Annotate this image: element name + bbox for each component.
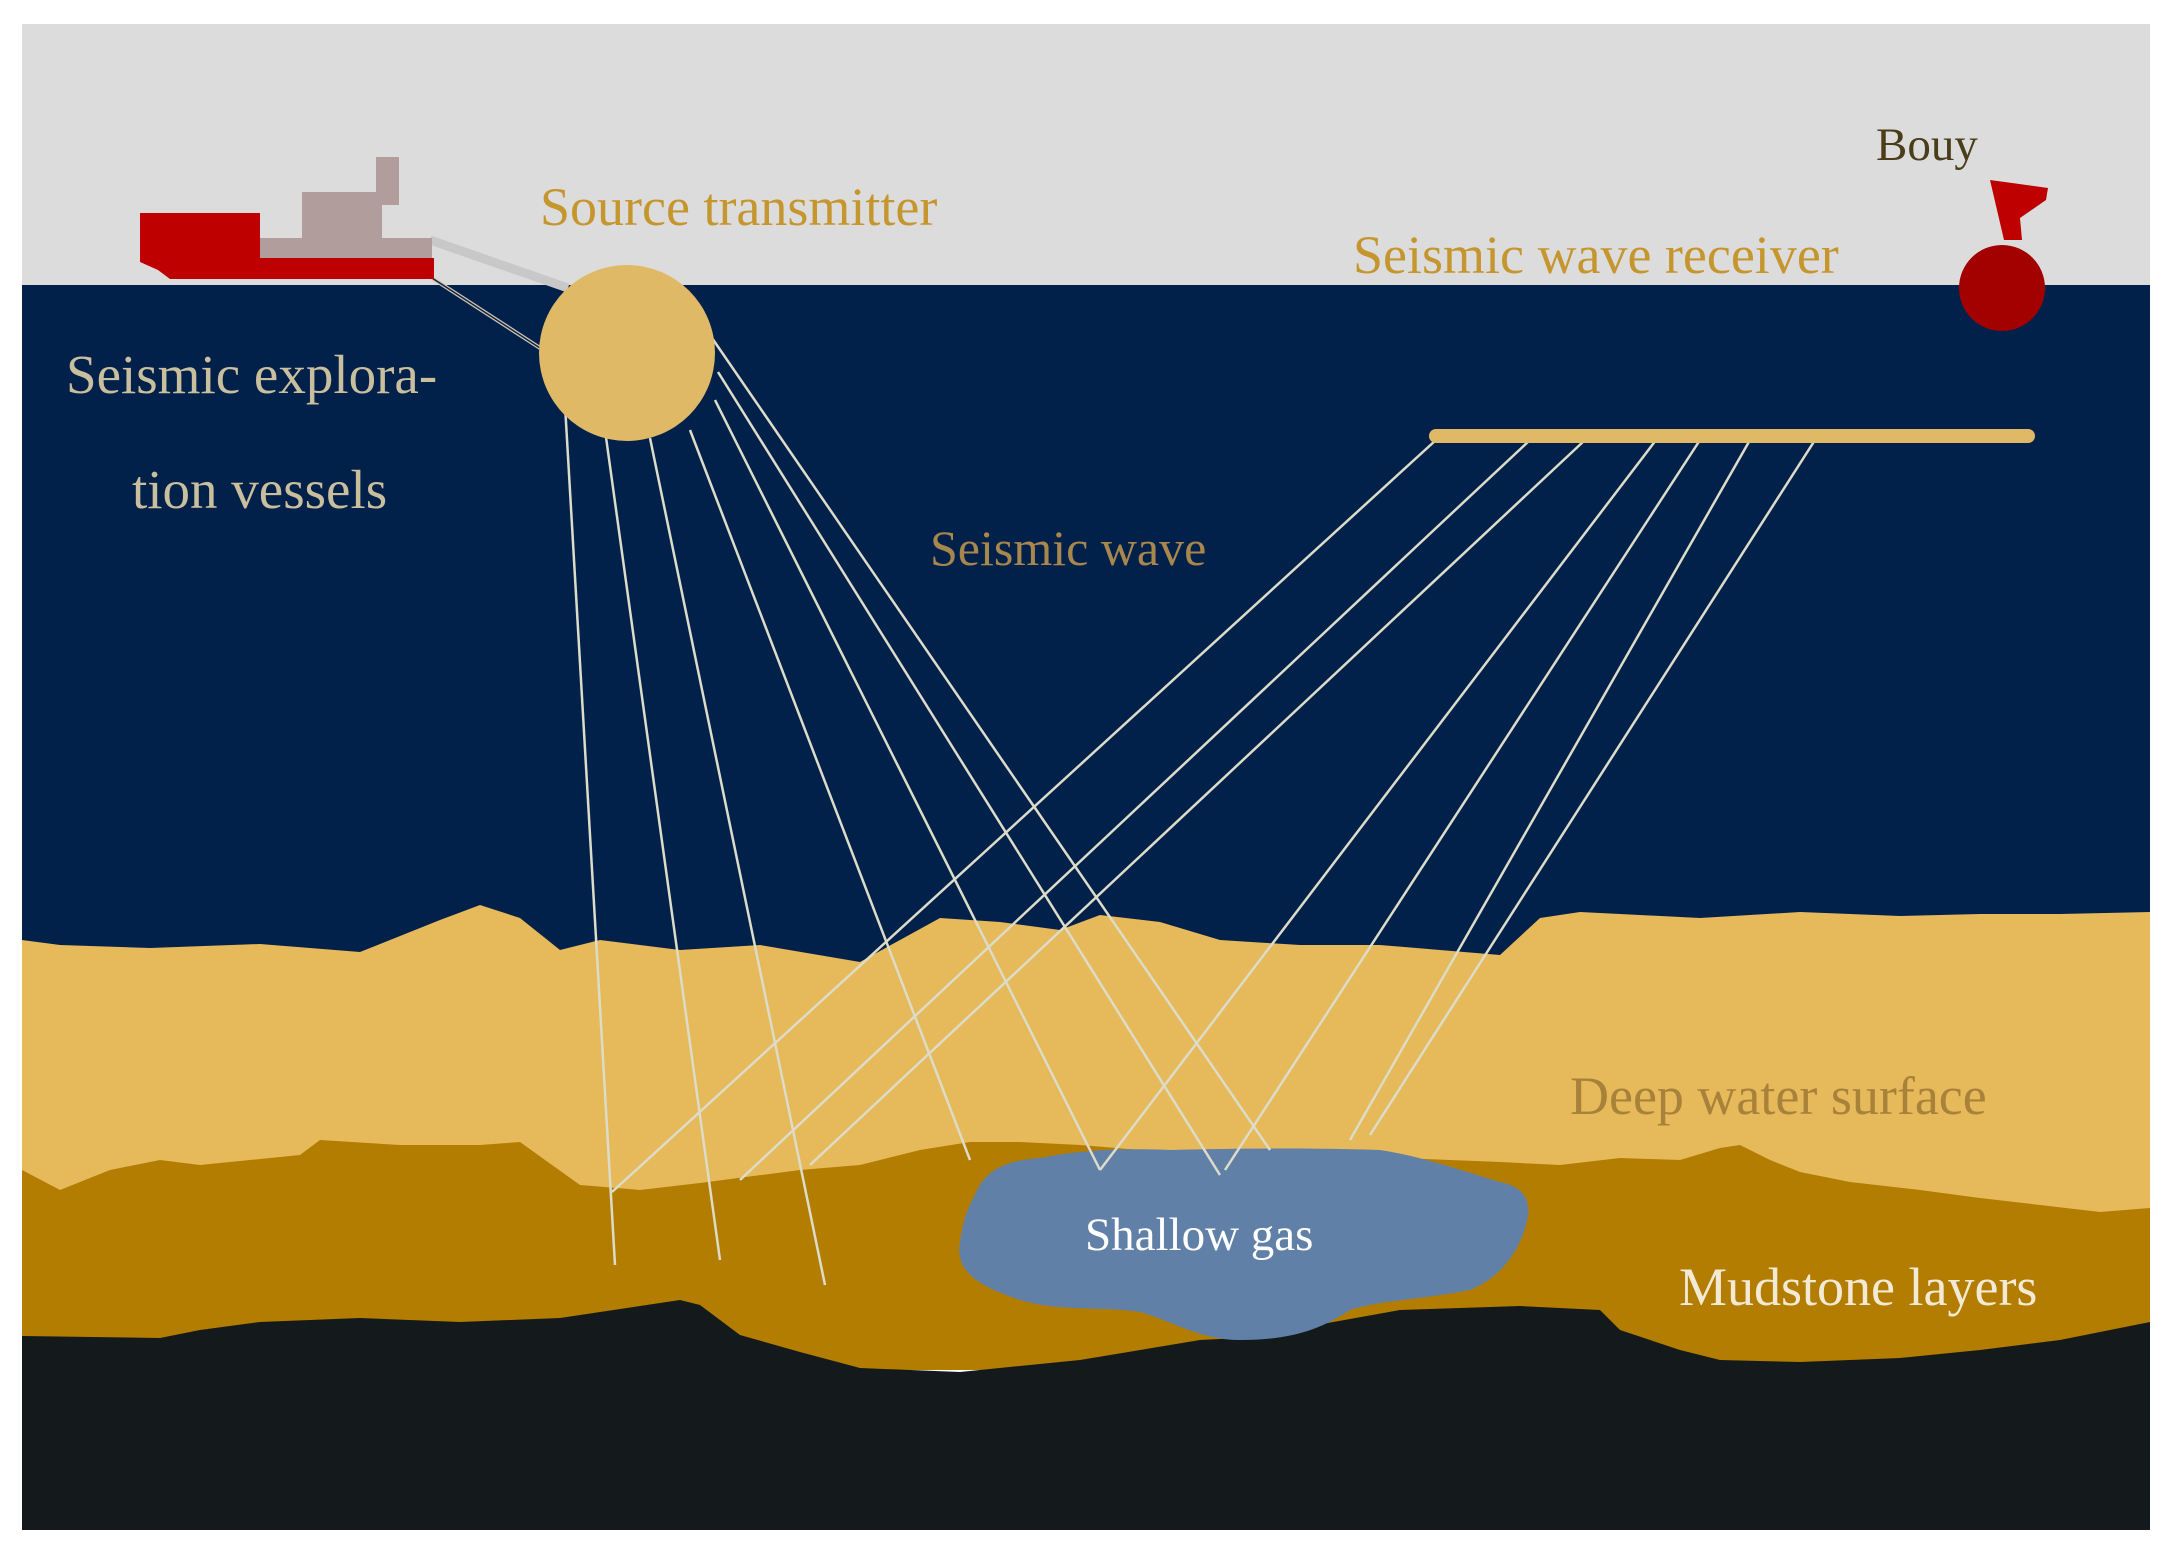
ray-up-5 [1223, 439, 1702, 1171]
ray-up-2 [739, 439, 1531, 1181]
source-transmitter-label: Source transmitter [540, 177, 937, 237]
survey-vessel [140, 157, 434, 279]
ray-up-6 [1348, 439, 1752, 1141]
tow-cable-upper [428, 235, 570, 293]
buoy-flag [1990, 180, 2048, 240]
ray-down-3 [648, 437, 827, 1286]
ray-down-2 [603, 429, 722, 1261]
ray-up-4 [1099, 439, 1657, 1171]
bedrock-layer [22, 1300, 2150, 1530]
ray-up-1 [611, 439, 1437, 1193]
reflected-rays [611, 439, 1817, 1193]
ray-up-3 [809, 439, 1586, 1166]
vessel-cabin [258, 238, 432, 260]
downgoing-rays [563, 337, 1272, 1286]
vessel-label-line2: tion vessels [132, 459, 387, 520]
ray-down-1 [563, 404, 617, 1266]
sediment-layer [22, 905, 2150, 1230]
tow-cable-lower-inner [431, 277, 541, 349]
source-transmitter [539, 265, 715, 441]
shallow-gas-label: Shallow gas [1085, 1209, 1313, 1261]
mudstone-layers-label: Mudstone layers [1679, 1257, 2037, 1317]
ray-down-7 [710, 337, 1272, 1151]
bouy-label: Bouy [1876, 119, 1978, 171]
ray-down-6 [716, 371, 1222, 1176]
seismic-wave-label: Seismic wave [930, 520, 1206, 576]
deep-water-surface-label: Deep water surface [1570, 1066, 1987, 1126]
ocean [22, 285, 2150, 975]
vessel-hull [140, 213, 434, 279]
ray-down-4 [688, 429, 972, 1161]
ray-up-7 [1368, 439, 1817, 1136]
seismic-wave-receiver-label: Seismic wave receiver [1353, 225, 1839, 285]
vessel-label-line1: Seismic explora- [66, 344, 437, 405]
vessel-cabin-top [302, 192, 382, 244]
buoy-body [1959, 245, 2045, 331]
ray-down-5 [713, 399, 1102, 1171]
buoy [1959, 180, 2048, 331]
shallow-gas-body [959, 1148, 1529, 1340]
